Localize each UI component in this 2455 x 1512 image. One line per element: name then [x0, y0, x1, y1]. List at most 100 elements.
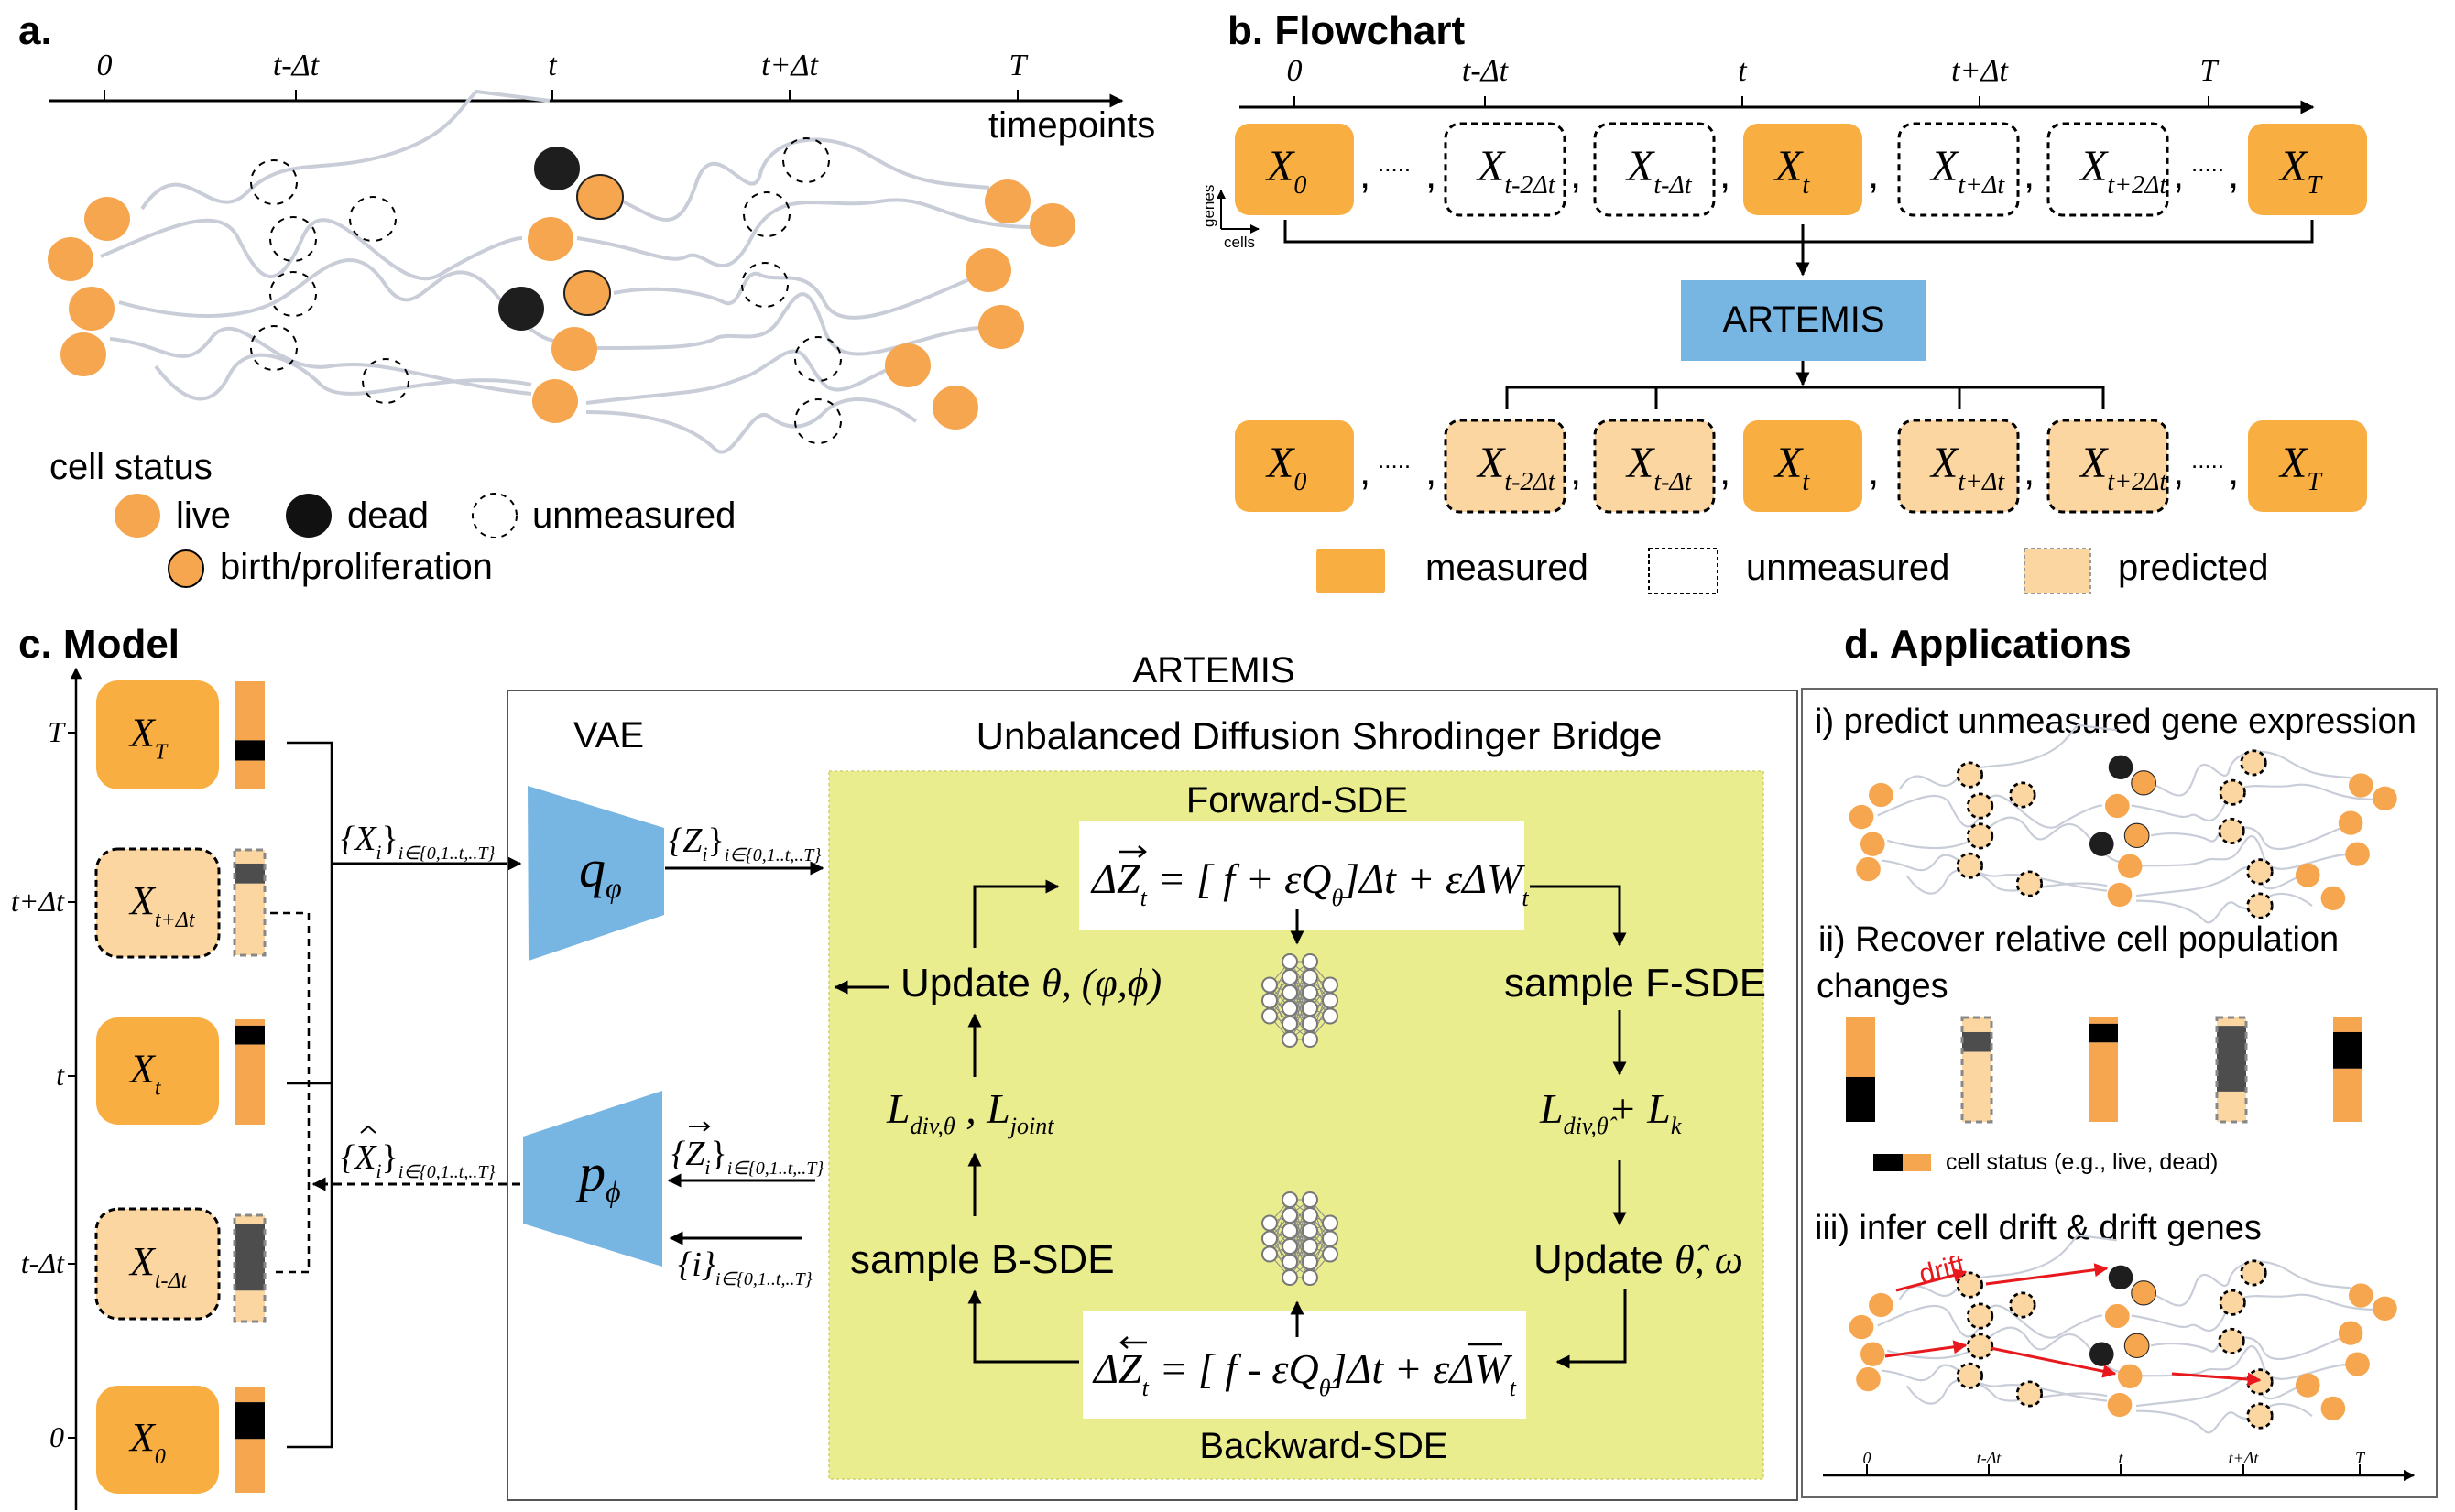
time-tick-label: t — [56, 1059, 65, 1092]
nn-node — [1282, 1269, 1298, 1286]
timepoint-box-predicted: Xt-2Δt — [1444, 419, 1566, 514]
forward-equation-box — [1079, 821, 1524, 930]
live-cell — [48, 237, 93, 281]
drift-arrow — [1895, 1268, 1968, 1292]
matrix-symbol: Xt-Δt — [1625, 142, 1693, 200]
nn-node — [1282, 1016, 1298, 1032]
axis-tick-label: 0 — [1863, 1449, 1871, 1467]
nn-node — [1322, 1007, 1338, 1025]
dead-segment — [235, 1402, 265, 1440]
nn-node — [1302, 953, 1318, 970]
output-branches — [1505, 386, 2105, 409]
timepoint-box-measured: XT — [2248, 124, 2367, 215]
nn-node — [1322, 1230, 1338, 1247]
predicted-cell — [2219, 778, 2246, 806]
nn-node — [1261, 1230, 1278, 1247]
live-cell — [2107, 882, 2133, 908]
dead-segment — [235, 1025, 265, 1045]
dead-cell — [534, 147, 580, 190]
timepoint-box-measured: X0 — [1235, 420, 1354, 512]
nn-node — [1261, 992, 1278, 1009]
drift-arrow — [1990, 1346, 2117, 1378]
timepoint-matrix-box — [96, 680, 219, 789]
live-cell — [2320, 886, 2346, 911]
unmeasured-cell — [794, 336, 842, 382]
dead-segment — [235, 863, 265, 884]
input-bracket — [1283, 220, 2314, 244]
birth-cell — [2123, 822, 2150, 849]
time-tick-label: 0 — [49, 1420, 64, 1453]
predicted-cell — [2246, 892, 2274, 919]
axis-tick-label: T — [1009, 49, 1029, 82]
timepoint-box-measured: X0 — [1235, 124, 1354, 215]
live-cell — [1856, 856, 1881, 882]
nn-node — [1282, 953, 1298, 970]
nn-node — [1302, 1223, 1318, 1239]
cell-trajectory — [2135, 866, 2306, 897]
backward-sde-title: Backward-SDE — [1199, 1426, 1447, 1466]
dead-cell — [2089, 832, 2114, 856]
matrix-symbol: Xt+2Δt — [2079, 439, 2167, 496]
dead-segment — [2217, 1026, 2246, 1092]
live-cell — [2338, 810, 2363, 835]
nn-node — [1302, 1031, 1318, 1048]
legend-title: cell status — [49, 447, 213, 487]
artemis-box — [1681, 280, 1926, 361]
timepoint-box-measured: Xt — [1743, 420, 1862, 512]
live-segment — [235, 1215, 265, 1224]
nn-edge — [1289, 961, 1311, 1009]
predicted-cell — [2218, 1327, 2245, 1354]
unmeasured-cell — [782, 137, 830, 183]
live-segment — [2089, 1042, 2118, 1122]
cell-trajectory — [2155, 750, 2351, 797]
cell-trajectory — [613, 271, 981, 320]
separator: , — [1868, 449, 1879, 494]
live-cell — [1849, 1314, 1874, 1340]
artemis-model-frame — [507, 690, 1798, 1501]
axis-tick-label: t — [548, 49, 558, 82]
nn-edge — [1289, 992, 1311, 1040]
cell-trajectory — [2136, 892, 2313, 924]
forward-arrow-accent-icon — [1119, 845, 1147, 858]
nn-node — [1302, 969, 1318, 985]
nn-node — [1302, 1238, 1318, 1255]
live-segment — [2333, 1068, 2362, 1122]
nn-node — [1282, 1238, 1298, 1255]
cell-trajectory-network — [48, 89, 1075, 454]
predicted-cell — [2246, 1402, 2274, 1430]
dead-segment — [235, 740, 265, 761]
separator: , — [1570, 449, 1581, 494]
forward-neural-network-icon — [1261, 953, 1338, 1048]
cell-trajectory — [585, 397, 918, 454]
timepoint-box-unmeasured: Xt+Δt — [1897, 122, 2020, 217]
cell-trajectory — [622, 137, 990, 222]
birth-cell — [576, 174, 624, 220]
time-tick-label: T — [48, 715, 66, 748]
input-set-label: {Xi}i∈{0,1..t,..T} — [341, 820, 495, 864]
live-segment — [235, 1439, 265, 1493]
unmeasured-cell-icon — [472, 493, 518, 538]
matrix-symbol: Xt-Δt — [1625, 439, 1693, 496]
ellipsis: ..... — [1378, 446, 1411, 473]
birth-cell-icon — [168, 549, 204, 588]
separator: , — [1570, 152, 1581, 197]
matrix-symbol: Xt+Δt — [1929, 142, 2005, 200]
legend-measured: measured — [1425, 548, 1588, 588]
live-cell — [551, 327, 597, 371]
sample-f-sde: sample F-SDE — [1504, 961, 1766, 1006]
predicted-bar-outline — [233, 848, 267, 957]
legend-unmeasured-b: unmeasured — [1746, 548, 1949, 588]
live-segment — [2333, 1017, 2362, 1032]
predicted-cell — [1956, 1362, 1984, 1389]
ellipsis: ..... — [2191, 446, 2224, 473]
matrix-symbol: Xt — [1773, 439, 1810, 496]
forward-latent-set-label: {Zi}i∈{0,1..t,..T} — [671, 1135, 824, 1179]
separator: , — [1359, 152, 1370, 197]
axis-tick-label: t-Δt — [273, 49, 321, 82]
